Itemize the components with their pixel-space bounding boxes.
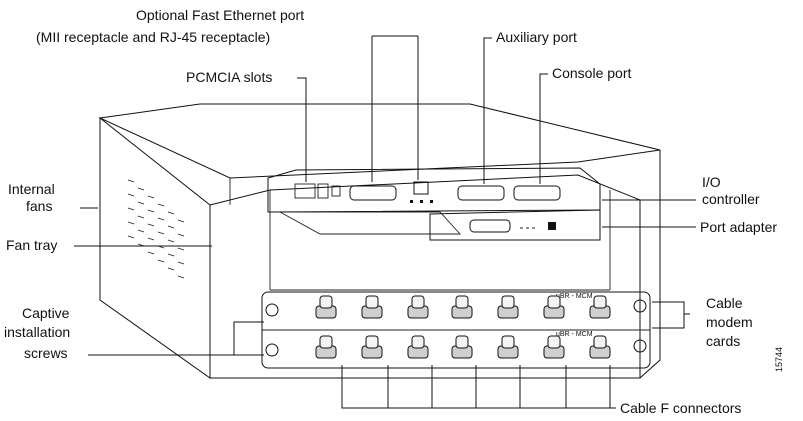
cable-modem-label-3: cards — [706, 333, 740, 349]
fan-tray-label: Fan tray — [6, 237, 57, 253]
optional-fe-label-1: Optional Fast Ethernet port — [136, 7, 304, 23]
captive-label-1: Captive — [22, 305, 70, 321]
pcmcia-slot — [294, 183, 316, 199]
captive-label-2: installation — [4, 324, 70, 340]
captive-screw — [265, 303, 279, 317]
f-connector-row-upper — [315, 295, 611, 319]
rj45-receptacle — [413, 181, 429, 195]
internal-fans-label-1: Internal — [8, 181, 55, 197]
optional-fe-label-2: (MII receptacle and RJ-45 receptacle) — [36, 29, 270, 45]
port-adapter-label: Port adapter — [700, 219, 777, 235]
figure-number: 15744 — [774, 347, 784, 372]
auxiliary-port-connector — [457, 185, 505, 201]
callout-lines — [74, 35, 696, 409]
vent-slots — [127, 179, 185, 279]
captive-label-3: screws — [24, 345, 68, 361]
card-label-2: uBR - MCM — [556, 331, 593, 338]
io-label-1: I/O — [702, 174, 721, 190]
cable-modem-label-2: modem — [706, 314, 753, 330]
pcmcia-label: PCMCIA slots — [186, 69, 272, 85]
chassis — [98, 103, 661, 379]
io-controller — [267, 167, 601, 213]
internal-fans-label-2: fans — [26, 198, 52, 214]
cable-modem-cards: uBR - MCM uBR - MCM — [261, 291, 651, 369]
f-connector-row-lower — [315, 335, 611, 359]
console-label: Console port — [552, 65, 631, 81]
auxiliary-label: Auxiliary port — [496, 29, 577, 45]
console-port-connector — [513, 185, 561, 201]
io-label-2: controller — [702, 191, 760, 207]
cable-modem-label-1: Cable — [706, 295, 743, 311]
cable-f-label: Cable F connectors — [620, 400, 741, 416]
pcmcia-slot — [317, 183, 329, 199]
card-label-1: uBR - MCM — [556, 293, 593, 300]
port-adapter — [279, 209, 601, 241]
captive-screw — [265, 343, 279, 357]
labels: Optional Fast Ethernet port (MII recepta… — [4, 7, 784, 416]
mii-receptacle — [349, 185, 397, 201]
